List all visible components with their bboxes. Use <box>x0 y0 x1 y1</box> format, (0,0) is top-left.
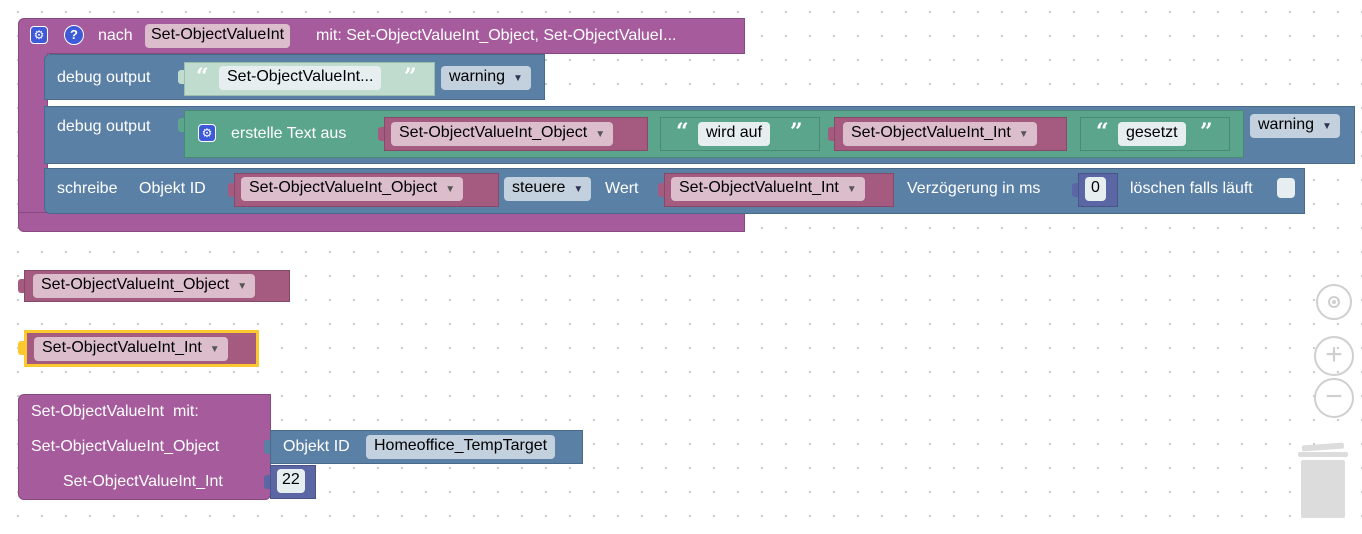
param-int-label: Set-ObjectValueInt_Int <box>63 473 223 490</box>
text-field[interactable]: gesetzt <box>1118 122 1186 146</box>
variable-dropdown[interactable]: Set-ObjectValueInt_Int▼ <box>671 177 865 201</box>
object-id-field[interactable]: Homeoffice_TempTarget <box>366 435 556 459</box>
recenter-icon[interactable] <box>1316 284 1352 320</box>
write-mode-dropdown[interactable]: steuere▼ <box>504 177 592 201</box>
gear-icon[interactable]: ⚙ <box>198 124 216 142</box>
dropdown-arrow-icon: ▼ <box>1322 121 1332 132</box>
write-label: schreibe <box>57 180 118 197</box>
clear-running-label: löschen falls läuft <box>1130 180 1253 197</box>
quote-open-icon: “ <box>196 64 209 90</box>
function-call-block[interactable] <box>18 394 271 500</box>
debug-output-label: debug output <box>57 69 151 86</box>
text-join-label: erstelle Text aus <box>231 125 347 142</box>
quote-open-icon: “ <box>676 119 689 145</box>
dropdown-arrow-icon: ▼ <box>209 344 220 355</box>
variable-dropdown[interactable]: Set-ObjectValueInt_Int▼ <box>34 337 228 361</box>
function-definition-spine <box>18 53 48 220</box>
zoom-out-icon[interactable]: − <box>1314 378 1354 418</box>
variable-dropdown[interactable]: Set-ObjectValueInt_Int▼ <box>843 122 1037 146</box>
debug-output-label-2: debug output <box>57 118 151 135</box>
gear-icon[interactable]: ⚙ <box>30 26 48 44</box>
function-definition-footer <box>18 212 745 232</box>
text-field[interactable]: wird auf <box>698 122 771 146</box>
dropdown-arrow-icon: ▼ <box>573 184 584 195</box>
param-object-label: Set-ObjectValueInt_Object <box>31 438 220 455</box>
dropdown-arrow-icon: ▼ <box>1018 129 1029 140</box>
dropdown-arrow-icon: ▼ <box>237 281 248 292</box>
trash-icon[interactable] <box>1298 442 1348 520</box>
value-label: Wert <box>605 180 639 197</box>
quote-close-icon: ” <box>1200 119 1213 145</box>
debug-level-dropdown[interactable]: warning▼ <box>441 66 531 90</box>
function-prefix-label: nach <box>98 27 133 44</box>
dropdown-arrow-icon: ▼ <box>846 184 857 195</box>
variable-dropdown[interactable]: Set-ObjectValueInt_Object▼ <box>241 177 464 201</box>
quote-open-icon: “ <box>1096 119 1109 145</box>
variable-dropdown[interactable]: Set-ObjectValueInt_Object▼ <box>391 122 614 146</box>
function-params-label: mit: Set-ObjectValueInt_Object, Set-Obje… <box>316 27 677 44</box>
number-field[interactable]: 22 <box>277 469 305 493</box>
delay-number-field[interactable]: 0 <box>1085 177 1106 201</box>
help-icon[interactable]: ? <box>64 25 84 45</box>
zoom-in-icon[interactable]: + <box>1314 336 1354 376</box>
dropdown-arrow-icon: ▼ <box>445 184 456 195</box>
delay-label: Verzögerung in ms <box>907 180 1041 197</box>
function-definition-block[interactable] <box>18 18 745 54</box>
dropdown-arrow-icon: ▼ <box>595 129 606 140</box>
quote-close-icon: ” <box>404 64 417 90</box>
dropdown-arrow-icon: ▼ <box>513 73 523 84</box>
object-id-label: Objekt ID <box>283 438 350 455</box>
variable-dropdown[interactable]: Set-ObjectValueInt_Object▼ <box>33 274 256 298</box>
debug-level-dropdown[interactable]: warning▼ <box>1250 114 1340 138</box>
clear-running-checkbox[interactable] <box>1277 178 1295 198</box>
text-field[interactable]: Set-ObjectValueInt... <box>219 66 382 90</box>
object-id-label: Objekt ID <box>139 180 206 197</box>
quote-close-icon: ” <box>790 119 803 145</box>
function-call-title: Set-ObjectValueInt mit: <box>31 403 199 420</box>
function-name-field[interactable]: Set-ObjectValueInt <box>145 24 291 48</box>
